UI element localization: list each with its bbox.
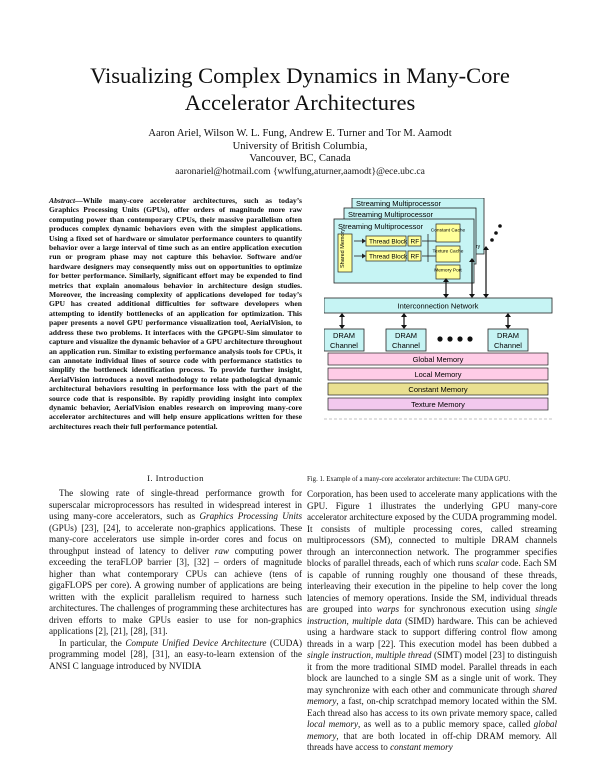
sm-title-middle: Streaming Multiprocessor — [348, 210, 434, 219]
texture-memory-label: Texture Memory — [411, 400, 465, 409]
constant-cache-box — [435, 223, 461, 243]
author-block: Aaron Ariel, Wilson W. L. Fung, Andrew E… — [40, 128, 560, 178]
location: Vancouver, BC, Canada — [249, 153, 351, 164]
local-memory-label: Local Memory — [414, 370, 461, 379]
figure-1: Streaming Multiprocessor Streaming Multi… — [323, 197, 564, 475]
sm-interconnect-arrows — [445, 250, 487, 294]
rf-box — [407, 235, 422, 247]
dram-label-1: DRAM — [333, 331, 355, 340]
affiliation: University of British Columbia, — [232, 140, 368, 152]
dram-channel-1 — [323, 328, 365, 352]
svg-text:Channel: Channel — [494, 341, 522, 350]
intro-paragraph-1: The slowing rate of single-thread perfor… — [49, 488, 302, 636]
memory-port-label: Memory Port — [434, 268, 462, 274]
svg-text:Channel: Channel — [330, 341, 358, 350]
texture-memory-bar — [327, 397, 549, 411]
global-memory-bar — [327, 352, 549, 366]
shared-memory-box — [337, 233, 353, 273]
shared-memory-label: Shared Memory — [340, 229, 346, 268]
right-column-text: Corporation, has been used to accelerate… — [307, 489, 558, 752]
rf-label: RF — [411, 254, 420, 261]
intro-em-gpu: Graphics Processing Units — [199, 511, 302, 521]
constant-memory-bar — [327, 382, 549, 396]
hidden-memory-label: ry — [476, 244, 481, 250]
memory-port-box — [435, 264, 461, 280]
sm-title-back: Streaming Multiprocessor — [356, 199, 442, 208]
intro-paragraph-2: In particular, the Compute Unified Devic… — [49, 637, 302, 671]
rf-box — [407, 250, 422, 262]
sm-title-front: Streaming Multiprocessor — [338, 222, 424, 231]
global-memory-label: Global Memory — [413, 355, 464, 364]
svg-text:DRAM: DRAM — [497, 331, 519, 340]
constant-memory-label: Constant Memory — [408, 385, 467, 394]
introduction-text: The slowing rate of single-thread perfor… — [49, 488, 302, 672]
thread-block-label: Thread Block — [369, 239, 408, 246]
texture-cache-box — [435, 245, 461, 263]
interconnect-label: Interconnection Network — [398, 302, 479, 311]
constant-cache-label: Constant Cache — [431, 228, 466, 234]
intro-p1-a: The slowing rate of single-thread perfor… — [49, 488, 302, 521]
svg-text:DRAM: DRAM — [395, 331, 417, 340]
section-heading-introduction: I. Introduction — [147, 473, 204, 483]
svg-text:Channel: Channel — [392, 341, 420, 350]
dram-ellipsis-icon — [437, 336, 473, 342]
rf-label: RF — [411, 239, 420, 246]
dram-channel-2 — [385, 328, 427, 352]
thread-block-box — [365, 250, 407, 262]
thread-block-row-2: Thread Block RF — [354, 250, 422, 262]
thread-block-row-1: Thread Block RF — [354, 235, 422, 247]
texture-cache-label: Texture Cache — [433, 249, 464, 255]
abstract-lead: Abstract — [49, 196, 76, 205]
sm-ellipsis-icon — [490, 224, 502, 242]
architecture-diagram: Streaming Multiprocessor Streaming Multi… — [323, 197, 553, 420]
figure-caption: Fig. 1. Example of a many-core accelerat… — [307, 476, 511, 483]
thread-block-box — [365, 235, 407, 247]
paper-title: Visualizing Complex Dynamics in Many-Cor… — [90, 63, 510, 115]
abstract-text: —While many-core accelerator architectur… — [49, 196, 302, 431]
author-emails: aaronariel@hotmail.com {wwlfung,aturner,… — [175, 165, 425, 177]
local-memory-bar — [327, 367, 549, 381]
author-names: Aaron Ariel, Wilson W. L. Fung, Andrew E… — [148, 128, 452, 139]
interconnect-box — [323, 297, 553, 314]
abstract: Abstract—While many-core accelerator arc… — [49, 196, 302, 431]
dram-channel-3 — [487, 328, 529, 352]
thread-block-label: Thread Block — [369, 254, 408, 261]
